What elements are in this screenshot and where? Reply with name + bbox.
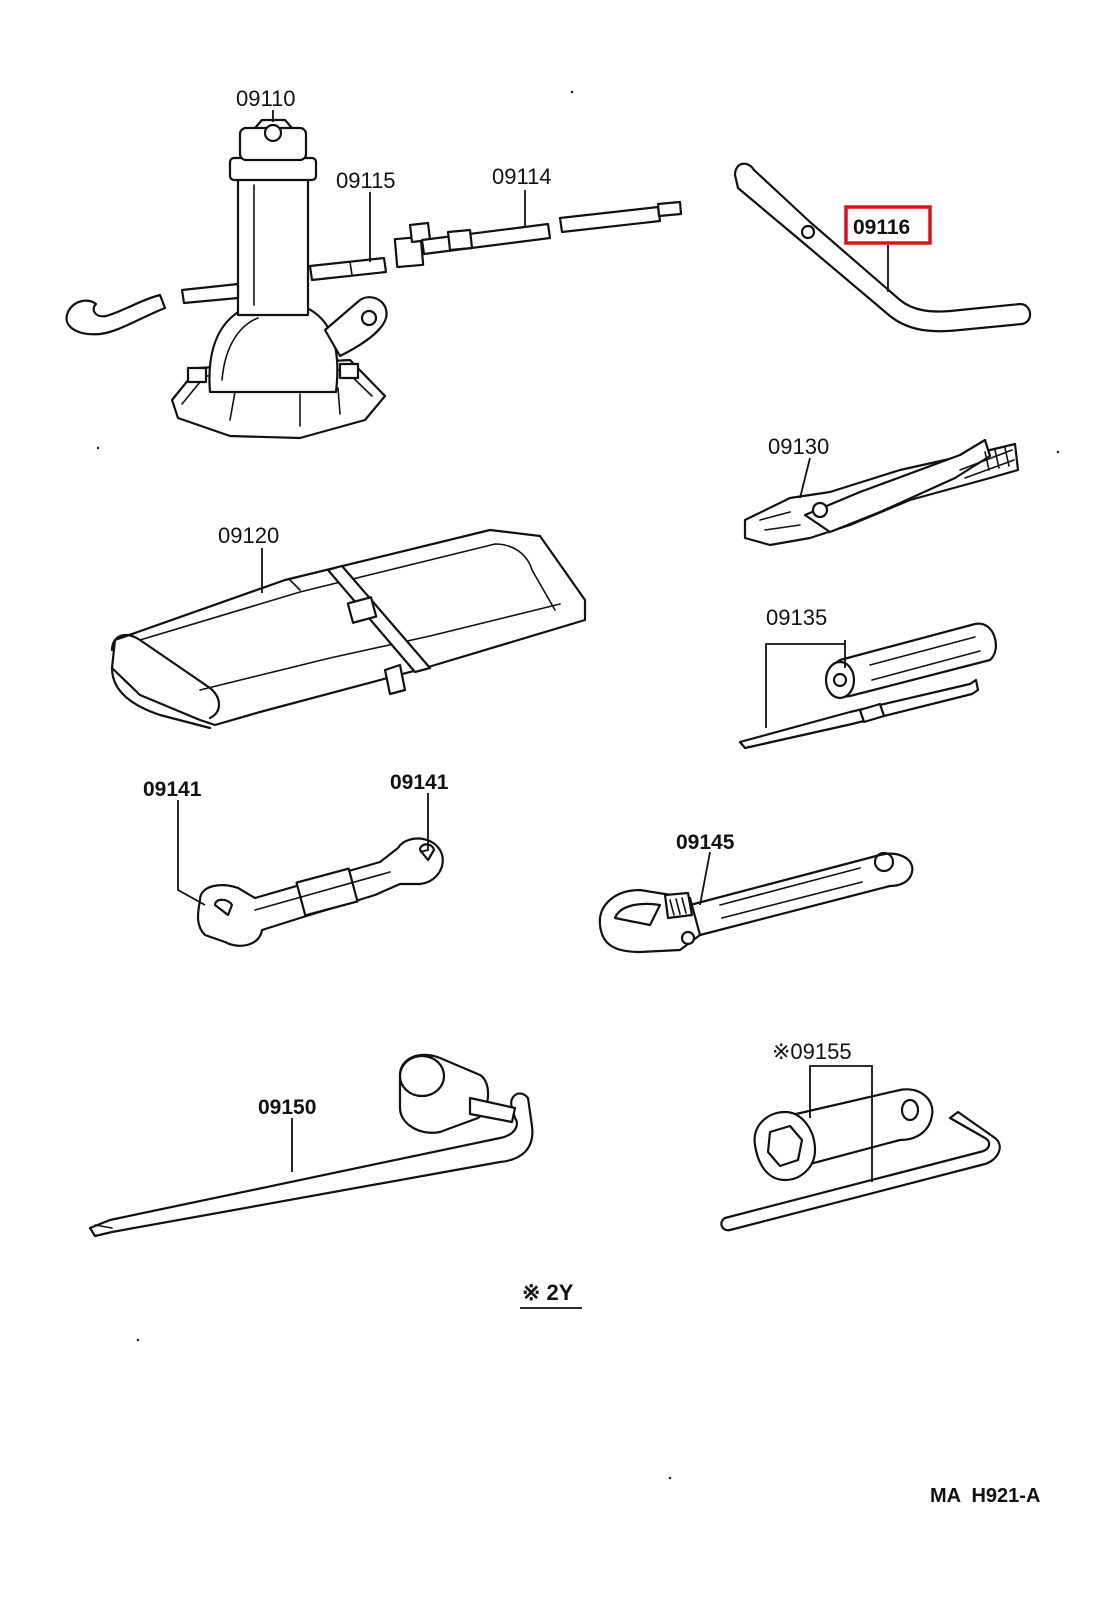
applicability-note: ※ 2Y	[522, 1280, 574, 1305]
part-label-09130[interactable]: 09130	[768, 434, 829, 459]
adjustable-wrench-illustration[interactable]	[598, 851, 914, 954]
double-end-wrench-illustration[interactable]	[196, 837, 444, 947]
jack-illustration[interactable]	[170, 118, 388, 440]
jack-handle-extension[interactable]	[393, 200, 683, 269]
diagram-code: MA H921-A	[930, 1485, 1040, 1507]
jack-handle-bar[interactable]	[180, 256, 388, 305]
part-label-09145[interactable]: 09145	[676, 831, 735, 854]
part-label-09114[interactable]: 09114	[492, 164, 552, 189]
highlight-box-09116	[844, 205, 932, 245]
spark-plug-wrench-illustration[interactable]	[720, 1088, 1001, 1232]
leader-lines	[177, 110, 889, 1182]
tool-bag-illustration[interactable]	[110, 528, 587, 730]
screwdriver-illustration[interactable]	[738, 622, 997, 750]
part-label-09150[interactable]: 09150	[258, 1096, 316, 1119]
part-label-09141-right[interactable]: 09141	[390, 771, 449, 794]
wheel-handle-bar[interactable]	[733, 162, 1032, 333]
part-label-09110[interactable]: 09110	[236, 86, 296, 111]
pliers-illustration[interactable]	[743, 438, 1020, 547]
jack-hook-piece[interactable]	[65, 293, 167, 336]
part-label-09115[interactable]: 09115	[336, 168, 396, 193]
wheel-handle-bar-hole	[800, 224, 816, 240]
part-label-09141-left[interactable]: 09141	[143, 778, 202, 801]
part-label-09120[interactable]: 09120	[218, 523, 279, 548]
part-label-09116[interactable]: 09116	[853, 216, 910, 239]
lug-wrench-illustration[interactable]	[88, 1053, 534, 1238]
part-label-09155[interactable]: ※09155	[772, 1039, 852, 1064]
part-label-09135[interactable]: 09135	[766, 605, 827, 630]
scan-specks	[96, 90, 1060, 1480]
